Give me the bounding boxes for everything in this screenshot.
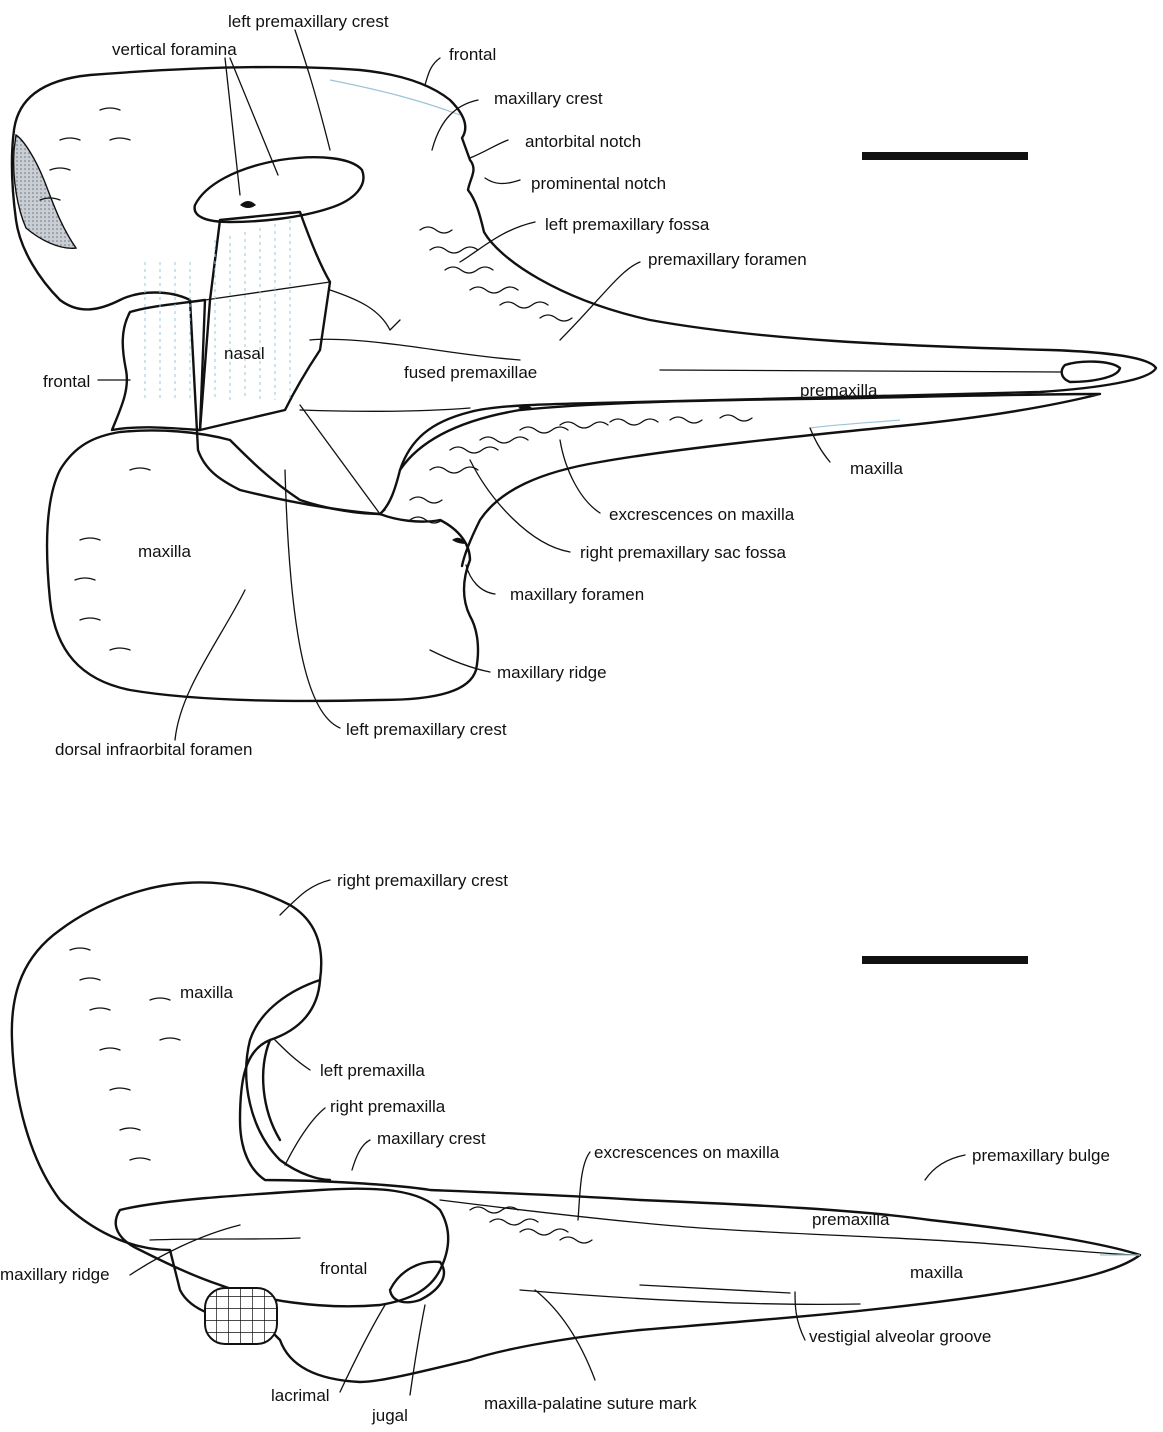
- label-premaxilla-bottom: premaxilla: [812, 1210, 890, 1229]
- label-left-premaxillary-crest-bottom: left premaxillary crest: [346, 720, 507, 739]
- lacrimal-bone: [390, 1262, 444, 1303]
- nasal-bone: [200, 212, 330, 430]
- label-maxilla-rostrum: maxilla: [910, 1263, 963, 1282]
- scale-bar-top: [862, 152, 1028, 160]
- lower-maxilla-lobe: [47, 430, 478, 701]
- premaxilla-tip: [1062, 362, 1120, 382]
- label-right-premaxilla: right premaxilla: [330, 1097, 446, 1116]
- label-dorsal-infraorbital-foramen: dorsal infraorbital foramen: [55, 740, 252, 759]
- label-fused-premaxillae: fused premaxillae: [404, 363, 537, 382]
- texture-marks-bottom: [70, 948, 592, 1243]
- label-frontal-top-right: frontal: [449, 45, 496, 64]
- label-frontal-bottom: frontal: [320, 1259, 367, 1278]
- scale-bar-bottom: [862, 956, 1028, 964]
- labels-top: left premaxillary crest vertical foramin…: [43, 12, 903, 759]
- label-lacrimal: lacrimal: [271, 1386, 330, 1405]
- label-frontal-left: frontal: [43, 372, 90, 391]
- label-vertical-foramina: vertical foramina: [112, 40, 237, 59]
- label-premaxilla: premaxilla: [800, 381, 878, 400]
- label-left-premaxilla: left premaxilla: [320, 1061, 425, 1080]
- label-prominental-notch: prominental notch: [531, 174, 666, 193]
- label-left-premaxillary-fossa: left premaxillary fossa: [545, 215, 710, 234]
- label-maxillary-ridge: maxillary ridge: [497, 663, 607, 682]
- label-maxillary-foramen: maxillary foramen: [510, 585, 644, 604]
- label-excrescences-on-maxilla: excrescences on maxilla: [609, 505, 795, 524]
- checkered-patch: [205, 1288, 277, 1344]
- label-right-premaxillary-crest: right premaxillary crest: [337, 871, 508, 890]
- label-premaxillary-bulge: premaxillary bulge: [972, 1146, 1110, 1165]
- frontal-lobe: [116, 1189, 449, 1307]
- lateral-view: [12, 880, 1140, 1395]
- label-maxilla-palatine-suture-mark: maxilla-palatine suture mark: [484, 1394, 697, 1413]
- label-maxilla-left: maxilla: [138, 542, 191, 561]
- occipital-patch: [14, 135, 76, 248]
- vertical-foramen-mark: [240, 201, 256, 208]
- label-maxilla-right: maxilla: [850, 459, 903, 478]
- label-maxillary-ridge-bottom: maxillary ridge: [0, 1265, 110, 1284]
- label-maxillary-crest: maxillary crest: [494, 89, 603, 108]
- label-maxilla-upper: maxilla: [180, 983, 233, 1002]
- label-jugal: jugal: [371, 1406, 408, 1425]
- label-antorbital-notch: antorbital notch: [525, 132, 641, 151]
- label-right-premaxillary-sac-fossa: right premaxillary sac fossa: [580, 543, 787, 562]
- premaxillary-crest-oval: [195, 157, 364, 222]
- label-excrescences-on-maxilla-bottom: excrescences on maxilla: [594, 1143, 780, 1162]
- label-nasal: nasal: [224, 344, 265, 363]
- label-vestigial-alveolar-groove: vestigial alveolar groove: [809, 1327, 991, 1346]
- label-left-premaxillary-crest-top: left premaxillary crest: [228, 12, 389, 31]
- label-maxillary-crest-bottom: maxillary crest: [377, 1129, 486, 1148]
- label-premaxillary-foramen: premaxillary foramen: [648, 250, 807, 269]
